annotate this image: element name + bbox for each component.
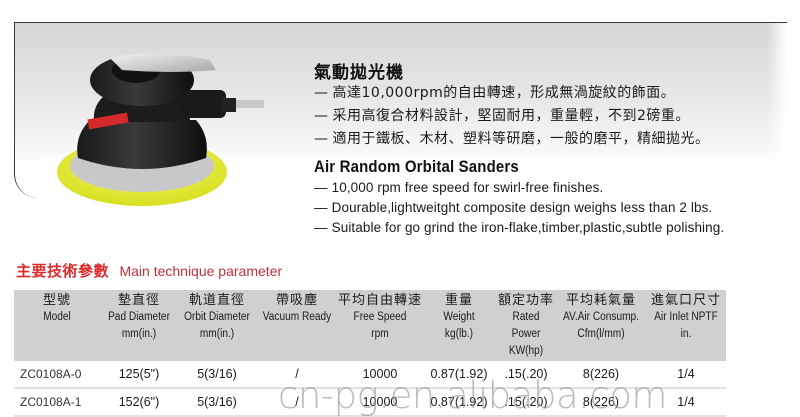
model-cell: ZC0108A-1: [14, 388, 100, 417]
product-title-cn: 氣動拋光機: [314, 63, 404, 83]
spec-cell: 0.87(1.92): [422, 388, 496, 417]
spec-cell: /: [256, 388, 338, 417]
feature-text: 適用于鐵板、木材、塑料等研磨，一般的磨平，精細拋光。: [332, 131, 710, 147]
col-header-pad-diameter: 墊直徑 Pad Diameter mm(in.): [100, 290, 178, 361]
product-image: [57, 53, 264, 206]
spec-table: 型號 Model 墊直徑 Pad Diameter mm(in.) 軌道直徑 Orbit…: [14, 290, 726, 417]
dash-bullet: —: [314, 180, 328, 195]
spec-cell: 0.87(1.92): [422, 361, 496, 389]
product-title-en: Air Random Orbital Sanders: [314, 157, 519, 176]
spec-cell: 125(5"): [100, 361, 178, 389]
model-cell: ZC0108A-0: [14, 361, 100, 389]
col-unit: Cfm(l/mm): [577, 328, 625, 340]
col-cn: 墊直徑: [117, 293, 160, 308]
col-unit: KW(hp): [508, 345, 544, 357]
col-cn: 平均自由轉速: [338, 293, 423, 308]
col-unit: mm(in.): [121, 328, 157, 340]
col-cn: 軌道直徑: [188, 293, 245, 308]
feature-item: —10,000 rpm free speed for swirl-free fi…: [314, 178, 724, 198]
dash-bullet: —: [314, 131, 329, 147]
col-en: Vacuum Ready: [262, 311, 332, 323]
col-cn: 型號: [42, 293, 71, 308]
spec-heading: 主要技術參數 Main technique parameter: [16, 260, 282, 281]
col-header-model: 型號 Model: [14, 290, 100, 361]
spec-cell: 8(226): [556, 388, 646, 417]
col-en: Free Speed: [353, 311, 407, 323]
spec-cell: 1/4: [646, 388, 726, 417]
throttle-lever: [110, 53, 216, 72]
col-header-orbit-diameter: 軌道直徑 Orbit Diameter mm(in.): [178, 290, 256, 361]
feature-item: —Suitable for go grind the iron-flake,ti…: [314, 218, 724, 238]
dash-bullet: —: [314, 85, 329, 101]
dash-bullet: —: [314, 108, 329, 124]
col-en: Model: [43, 311, 71, 323]
spec-cell: 1/4: [646, 361, 726, 389]
feature-text: 采用高復合材料設計，堅固耐用，重量輕，不到2磅重。: [332, 108, 690, 124]
spec-heading-cn: 主要技術參數: [16, 262, 110, 280]
spec-cell: /: [256, 361, 338, 389]
feature-text: 10,000 rpm free speed for swirl-free fin…: [331, 180, 604, 195]
feature-text: 高達10,000rpm的自由轉速，形成無渦旋紋的飾面。: [332, 85, 676, 101]
col-cn: 平均耗氣量: [565, 293, 636, 308]
col-en: Pad Diameter: [108, 311, 170, 323]
spec-heading-en: Main technique parameter: [119, 263, 283, 279]
spec-header-row: 型號 Model 墊直徑 Pad Diameter mm(in.) 軌道直徑 Orbit…: [14, 290, 726, 361]
feature-text: Dourable,lightweitght composite design w…: [331, 200, 713, 215]
feature-item: —高達10,000rpm的自由轉速，形成無渦旋紋的飾面。: [314, 82, 710, 105]
feature-item: —適用于鐵板、木材、塑料等研磨，一般的磨平，精細拋光。: [314, 128, 710, 151]
spec-cell: 8(226): [556, 361, 646, 389]
feature-text: Suitable for go grind the iron-flake,tim…: [331, 220, 725, 235]
col-header-air-consumption: 平均耗氣量 AV.Air Consump. Cfm(l/mm): [556, 290, 646, 361]
col-en: Air Inlet NPTF: [654, 311, 718, 323]
col-header-air-inlet: 進氣口尺寸 Air Inlet NPTF in.: [646, 290, 726, 361]
watermark: cn-pg.en.alibaba.com: [278, 374, 667, 417]
spec-cell: 152(6"): [100, 388, 178, 417]
col-cn: 重量: [444, 293, 473, 308]
col-header-vacuum-ready: 帶吸塵 Vacuum Ready: [256, 290, 338, 361]
col-cn: 進氣口尺寸: [650, 293, 721, 308]
spec-cell: 10000: [338, 361, 422, 389]
col-cn: 額定功率: [497, 293, 554, 308]
spec-cell: 5(3/16): [178, 361, 256, 389]
spec-cell: 10000: [338, 388, 422, 417]
col-en: Rated Power: [511, 311, 541, 340]
air-inlet: [180, 90, 264, 118]
dash-bullet: —: [314, 200, 328, 215]
feature-list-en: —10,000 rpm free speed for swirl-free fi…: [314, 178, 724, 238]
col-unit: mm(in.): [199, 328, 235, 340]
spec-cell: .15(.20): [496, 361, 556, 389]
col-en: Orbit Diameter: [184, 311, 250, 323]
col-header-free-speed: 平均自由轉速 Free Speed rpm: [338, 290, 422, 361]
col-cn: 帶吸塵: [275, 293, 318, 308]
col-en: AV.Air Consump.: [563, 311, 639, 323]
spec-cell: 5(3/16): [178, 388, 256, 417]
feature-item: —Dourable,lightweitght composite design …: [314, 198, 724, 218]
col-header-weight: 重量 Weight kg(lb.): [422, 290, 496, 361]
dash-bullet: —: [314, 220, 328, 235]
feature-item: —采用高復合材料設計，堅固耐用，重量輕，不到2磅重。: [314, 105, 710, 128]
spec-cell: .15(.20): [496, 388, 556, 417]
feature-list-cn: —高達10,000rpm的自由轉速，形成無渦旋紋的飾面。 —采用高復合材料設計，…: [314, 82, 710, 151]
col-unit: in.: [680, 328, 692, 340]
col-unit: kg(lb.): [444, 328, 474, 340]
col-en: Weight: [443, 311, 475, 323]
col-unit: rpm: [371, 328, 389, 340]
